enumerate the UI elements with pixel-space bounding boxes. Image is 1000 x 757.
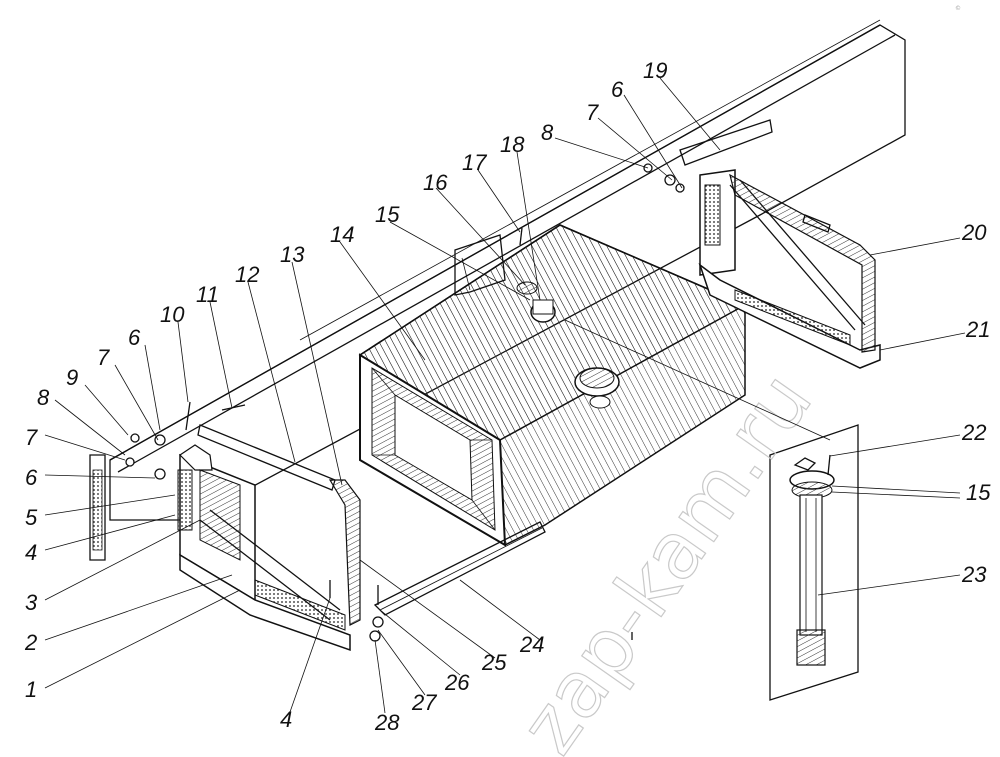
callout-19: 19: [643, 58, 667, 83]
corner-mark: ©: [955, 5, 961, 12]
callout-10: 10: [160, 302, 185, 327]
callout-15b: 15: [966, 480, 991, 505]
callout-1: 1: [25, 677, 37, 702]
tank-support-lug: [454, 234, 506, 296]
callout-7c: 7: [586, 100, 599, 125]
fasteners: [125, 163, 685, 642]
callout-24: 24: [519, 632, 544, 657]
callout-8: 8: [37, 385, 50, 410]
callout-27: 27: [411, 690, 437, 715]
callout-18: 18: [500, 132, 525, 157]
callout-17: 17: [462, 150, 487, 175]
callout-11: 11: [196, 282, 219, 307]
left-bracket: [89, 424, 361, 652]
callout-5: 5: [25, 505, 38, 530]
callout-25: 25: [481, 650, 507, 675]
callout-16: 16: [423, 170, 448, 195]
callout-9: 9: [66, 365, 78, 390]
callout-4b: 4: [280, 707, 292, 732]
right-bracket: [679, 119, 881, 369]
fuel-tank: [358, 224, 747, 547]
callout-12: 12: [235, 262, 259, 287]
frame-rail: [109, 19, 906, 521]
callout-21: 21: [965, 317, 990, 342]
leader-lines: [44, 77, 966, 714]
callout-22: 22: [961, 420, 986, 445]
callout-28: 28: [374, 710, 400, 735]
callout-15: 15: [375, 202, 400, 227]
callout-7b: 7: [97, 345, 110, 370]
callout-6b: 6: [128, 325, 141, 350]
callout-20: 20: [961, 220, 987, 245]
callout-labels: 1 2 3 4 5 6 7 8 9 7 6 10 11 12 13 14 15 …: [24, 58, 991, 735]
callout-23: 23: [961, 562, 987, 587]
callout-26: 26: [444, 670, 470, 695]
callout-6c: 6: [611, 77, 624, 102]
callout-4: 4: [25, 540, 37, 565]
callout-3: 3: [25, 590, 38, 615]
fuel-sender-inset: [769, 424, 859, 701]
callout-8b: 8: [541, 120, 554, 145]
callout-7: 7: [25, 425, 38, 450]
callout-6: 6: [25, 465, 38, 490]
callout-2: 2: [24, 630, 37, 655]
callout-14: 14: [330, 222, 354, 247]
callout-13: 13: [280, 242, 305, 267]
